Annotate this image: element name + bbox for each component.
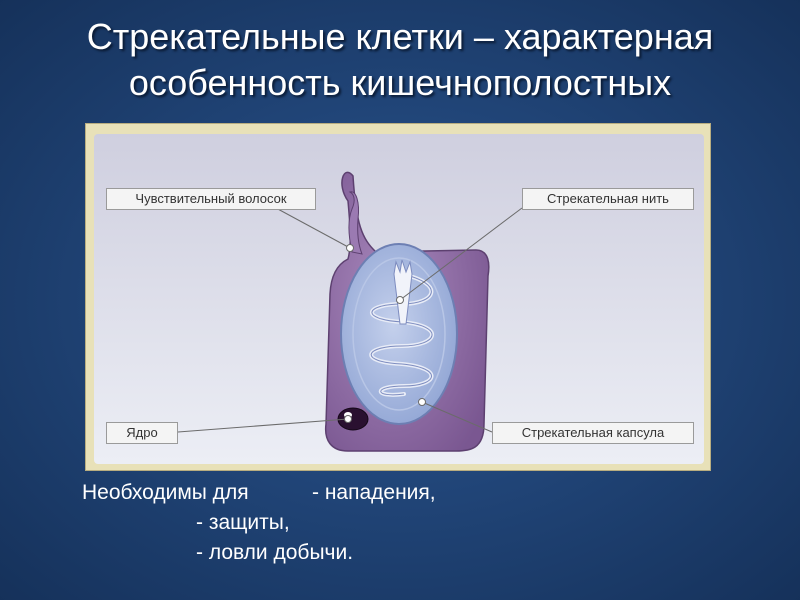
- dot-thread: [396, 296, 404, 304]
- dot-nucleus: [344, 415, 352, 423]
- leader-nucleus: [177, 418, 349, 433]
- cnidocyte-diagram: Чувствительный волосок Стрекательная нит…: [85, 123, 711, 471]
- label-stinging-thread: Стрекательная нить: [522, 188, 694, 210]
- leader-capsule: [421, 401, 493, 433]
- label-sensitive-hair: Чувствительный волосок: [106, 188, 316, 210]
- dot-hair: [346, 244, 354, 252]
- capsule-inner: [352, 257, 446, 411]
- thread-tip: [393, 259, 413, 325]
- slide-title-line-1: Стрекательные клетки – характерная: [86, 16, 714, 57]
- cnidocyte-illustration: [94, 134, 704, 464]
- dot-capsule: [418, 398, 426, 406]
- leader-hair: [275, 207, 351, 249]
- slide-title-line-2: особенность кишечнополостных: [128, 62, 672, 103]
- leader-thread: [399, 207, 523, 301]
- sensitive-hair: [348, 191, 363, 255]
- leader-lines: [177, 207, 523, 433]
- label-stinging-capsule: Стрекательная капсула: [492, 422, 694, 444]
- leader-dots: [344, 244, 426, 423]
- label-nucleus: Ядро: [106, 422, 178, 444]
- slide-title: Стрекательные клетки – характерная особе…: [20, 14, 780, 106]
